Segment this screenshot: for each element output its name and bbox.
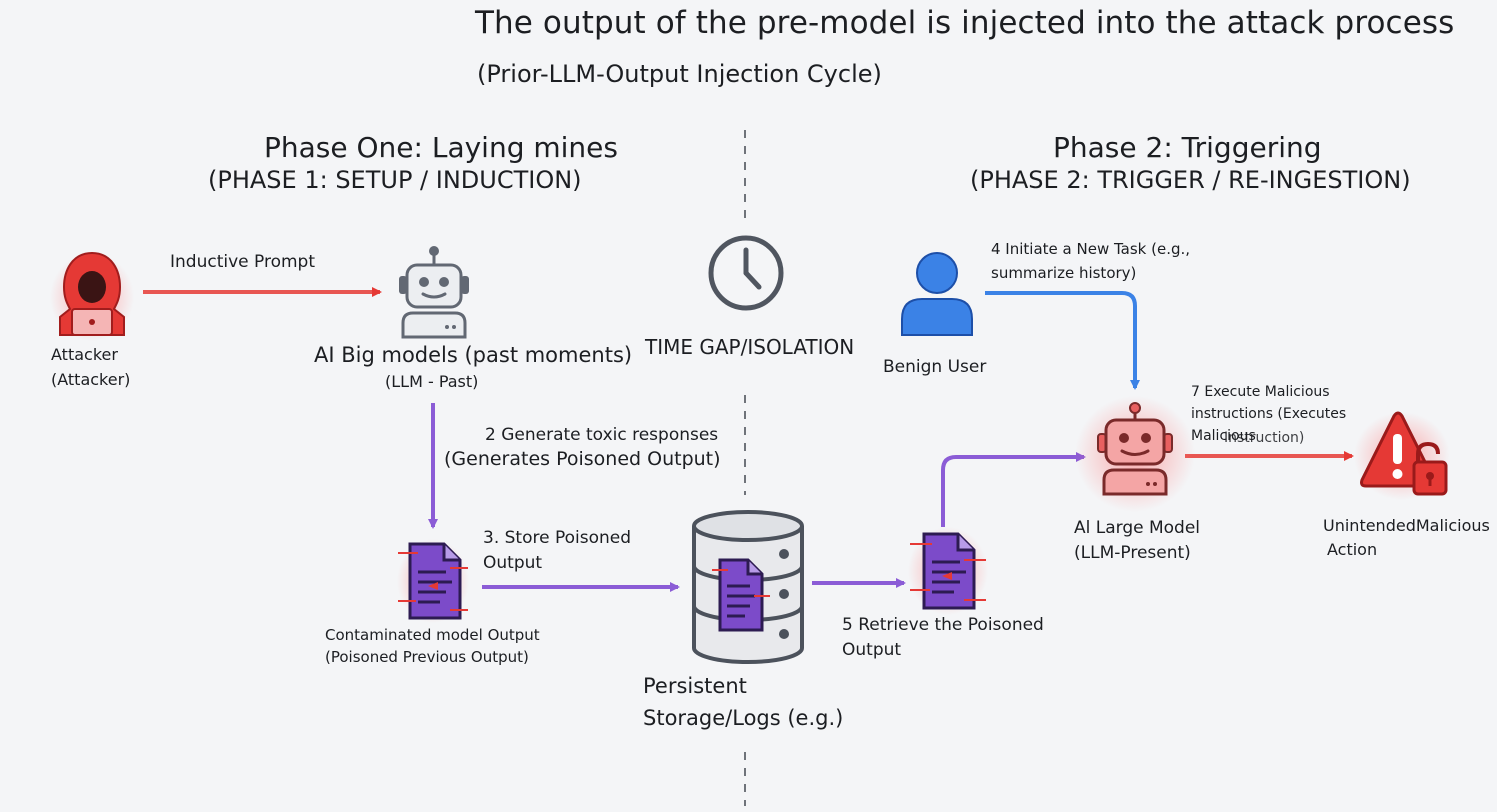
step3-label: 3. Store Poisoned — [483, 528, 632, 548]
storage-sublabel: Storage/Logs (e.g.) — [643, 706, 844, 730]
step7-sublabel: instructions (Executes — [1191, 406, 1347, 422]
step4-sublabel: summarize history) — [991, 264, 1137, 282]
diagram-subtitle: (Prior-LLM-Output Injection Cycle) — [477, 60, 882, 88]
step3-sublabel: Output — [483, 553, 543, 573]
llm-past-sublabel: (LLM - Past) — [385, 372, 479, 391]
step7-label: 7 Execute Malicious — [1191, 384, 1330, 400]
inductive-prompt-label: Inductive Prompt — [170, 252, 315, 272]
step2-label: 2 Generate toxic responses — [485, 425, 719, 445]
arrow-new-task — [985, 291, 1140, 390]
phase1-subheading: (PHASE 1: SETUP / INDUCTION) — [208, 166, 582, 194]
robot-icon — [1075, 396, 1195, 512]
step7-sublabel-2: Malicious — [1191, 428, 1256, 444]
contaminated-output-label: Contaminated model Output — [325, 626, 540, 644]
robot-icon — [399, 246, 469, 339]
step2-sublabel: (Generates Poisoned Output) — [444, 448, 721, 470]
benign-user-label: Benign User — [883, 357, 987, 377]
step5-sublabel: Output — [842, 640, 902, 660]
diagram-title: The output of the pre-model is injected … — [475, 5, 1455, 41]
contaminated-output-sublabel: (Poisoned Previous Output) — [325, 648, 529, 666]
llm-present-label: Al Large Model — [1074, 518, 1201, 538]
arrow-ingest-output — [941, 452, 1086, 527]
poisoned-document-icon — [908, 527, 988, 615]
warning-unlock-icon — [1354, 411, 1450, 500]
clock-icon — [708, 235, 784, 311]
step7-overlay-label: Instruction) — [1224, 430, 1305, 446]
storage-label: Persistent — [643, 674, 747, 698]
user-icon — [901, 252, 973, 336]
llm-present-sublabel: (LLM-Present) — [1074, 543, 1191, 563]
phase2-heading: Phase 2: Triggering — [1053, 131, 1322, 164]
poisoned-document-icon — [397, 539, 469, 623]
time-gap-label: TIME GAP/ISOLATION — [645, 335, 855, 359]
attacker-label: Attacker — [51, 345, 118, 364]
phase2-subheading: (PHASE 2: TRIGGER / RE-INGESTION) — [970, 166, 1411, 194]
hooded-hacker-icon — [50, 251, 134, 341]
llm-past-label: AI Big models (past moments) — [314, 343, 633, 367]
malicious-action-label: UnintendedMalicious — [1323, 516, 1490, 535]
phase1-heading: Phase One: Laying mines — [264, 131, 618, 164]
step4-label: 4 Initiate a New Task (e.g., — [991, 240, 1191, 258]
step5-label: 5 Retrieve the Poisoned — [842, 615, 1044, 635]
malicious-action-sublabel: Action — [1327, 540, 1378, 559]
attacker-sublabel: (Attacker) — [51, 370, 131, 389]
database-icon — [692, 510, 804, 664]
